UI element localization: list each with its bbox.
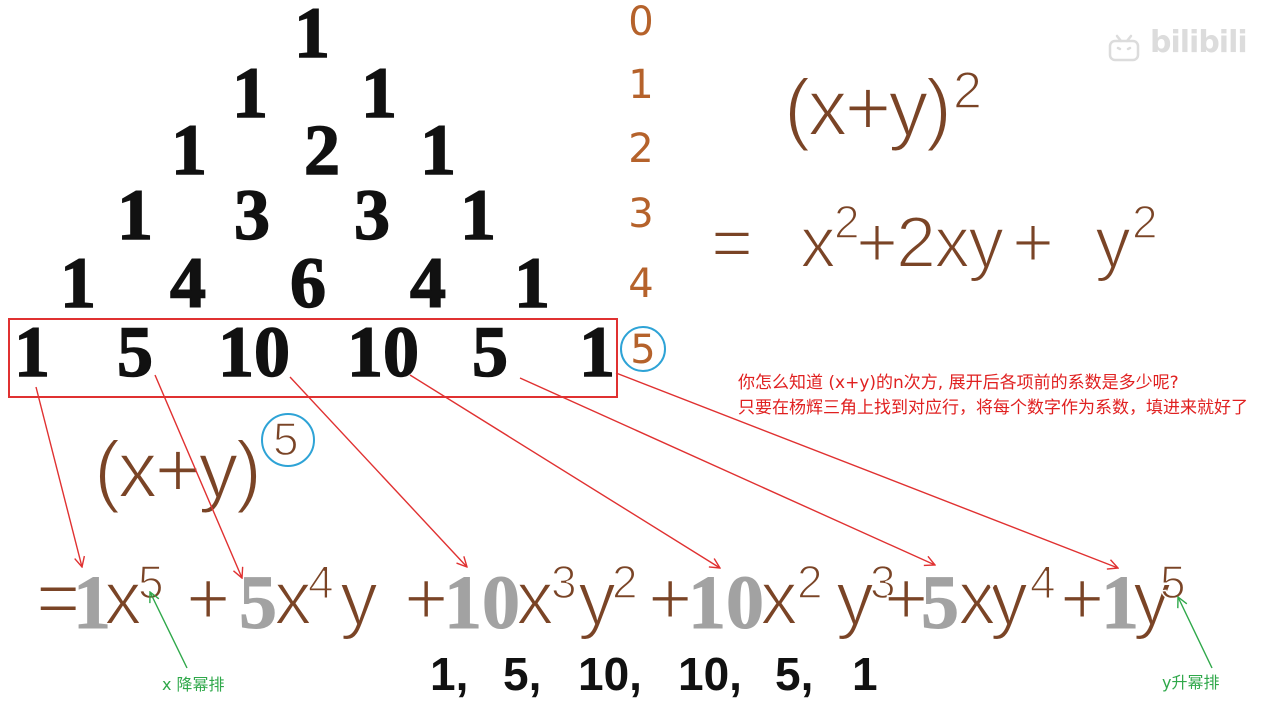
square-plus: + [1011,203,1055,283]
x-descending-note: x 降幂排 [162,675,225,694]
square-equals: = [710,203,754,283]
tv-icon [1108,34,1140,62]
term5-coefficient: 5 [921,561,960,645]
term2-plus: + [185,556,231,641]
coefficient-list-item-1: 1, [430,648,469,700]
coefficient-list-item-5: 5, [775,648,814,700]
term3-coefficient: 10 [444,561,521,645]
term4-x: x [759,556,799,641]
term5-xy-exponent: 4 [1029,556,1056,608]
row-label-4: 4 [628,261,654,307]
term3-y-exponent: 2 [611,556,638,608]
term2-y: y [339,556,379,641]
term6-plus: + [1059,556,1105,641]
pascal-r3-n0: 1 [116,175,154,255]
pascal-r3-n2: 3 [353,175,391,255]
square-term-y-exponent: 2 [1131,196,1158,248]
fifth-power-base: (x+y) [93,425,263,514]
term1-x: x [103,556,143,641]
term1-coefficient: 1 [73,561,112,645]
term2-x-exponent: 4 [307,556,334,608]
square-term-2xy: +2xy [855,203,1005,283]
exponent-5-circle [261,413,315,467]
coefficient-list-item-2: 5, [503,648,542,700]
square-exponent: 2 [952,62,982,120]
pascal-r2-n1: 2 [303,110,341,190]
term6-coefficient: 1 [1101,561,1140,645]
pascal-r2-n0: 1 [170,110,208,190]
pascal-r5-n3: 10 [346,312,420,392]
term4-plus: + [647,556,693,641]
row-label-0: 0 [628,0,654,45]
arrow-row5-1-to-term1 [35,386,82,567]
expansion-equals: = [35,556,81,641]
term4-coefficient: 10 [688,561,765,645]
pascal-r4-n0: 1 [59,243,97,323]
arrow-row5-10-to-term3 [289,376,467,567]
pascal-r3-n3: 1 [459,175,497,255]
arrow-row5-10-to-term4 [409,374,720,568]
answer-line: 只要在杨辉三角上找到对应行，将每个数字作为系数，填进来就好了 [738,398,1248,418]
coefficient-list-item-6: 1 [852,648,878,700]
term3-plus: + [403,556,449,641]
term4-x-exponent: 2 [796,556,823,608]
question-line: 你怎么知道 (x+y)的n次方, 展开后各项前的系数是多少呢? [738,373,1179,393]
row-label-1: 1 [628,62,654,108]
pascal-r1-n1: 1 [360,53,398,133]
row-5-highlight-box [8,318,618,398]
y-ascending-note: y升幂排 [1162,673,1220,692]
pascal-r3-n1: 3 [233,175,271,255]
pascal-r5-n1: 5 [116,312,154,392]
term1-x-exponent: 5 [137,556,164,608]
watermark-logo: bilibili [1150,25,1248,60]
square-base: (x+y) [783,63,953,152]
term2-coefficient: 5 [239,561,278,645]
row-5-label-circle [620,326,666,372]
term5-xy: xy [957,556,1029,641]
square-term-x-exponent: 2 [833,196,860,248]
term3-x-exponent: 3 [550,556,577,608]
pascal-r0-n0: 1 [293,0,331,73]
pascal-r4-n1: 4 [169,243,207,323]
coefficient-list-item-3: 10, [578,648,642,700]
term2-x: x [273,556,313,641]
term4-y: y [835,556,875,641]
pascal-r2-n2: 1 [419,110,457,190]
pascal-r4-n4: 1 [513,243,551,323]
coefficient-list-item-4: 10, [678,648,742,700]
square-term-x: x [799,203,837,283]
term5-plus: + [883,556,929,641]
term3-x: x [515,556,555,641]
pascal-r5-n0: 1 [13,312,51,392]
term3-y: y [577,556,617,641]
pascal-r4-n3: 4 [409,243,447,323]
row-label-2: 2 [628,126,654,172]
pascal-r1-n0: 1 [231,53,269,133]
square-term-y: y [1094,203,1132,283]
pascal-r4-n2: 6 [289,243,327,323]
term6-y-exponent: 5 [1159,556,1186,608]
term6-y: y [1132,556,1172,641]
row-label-3: 3 [628,191,654,237]
